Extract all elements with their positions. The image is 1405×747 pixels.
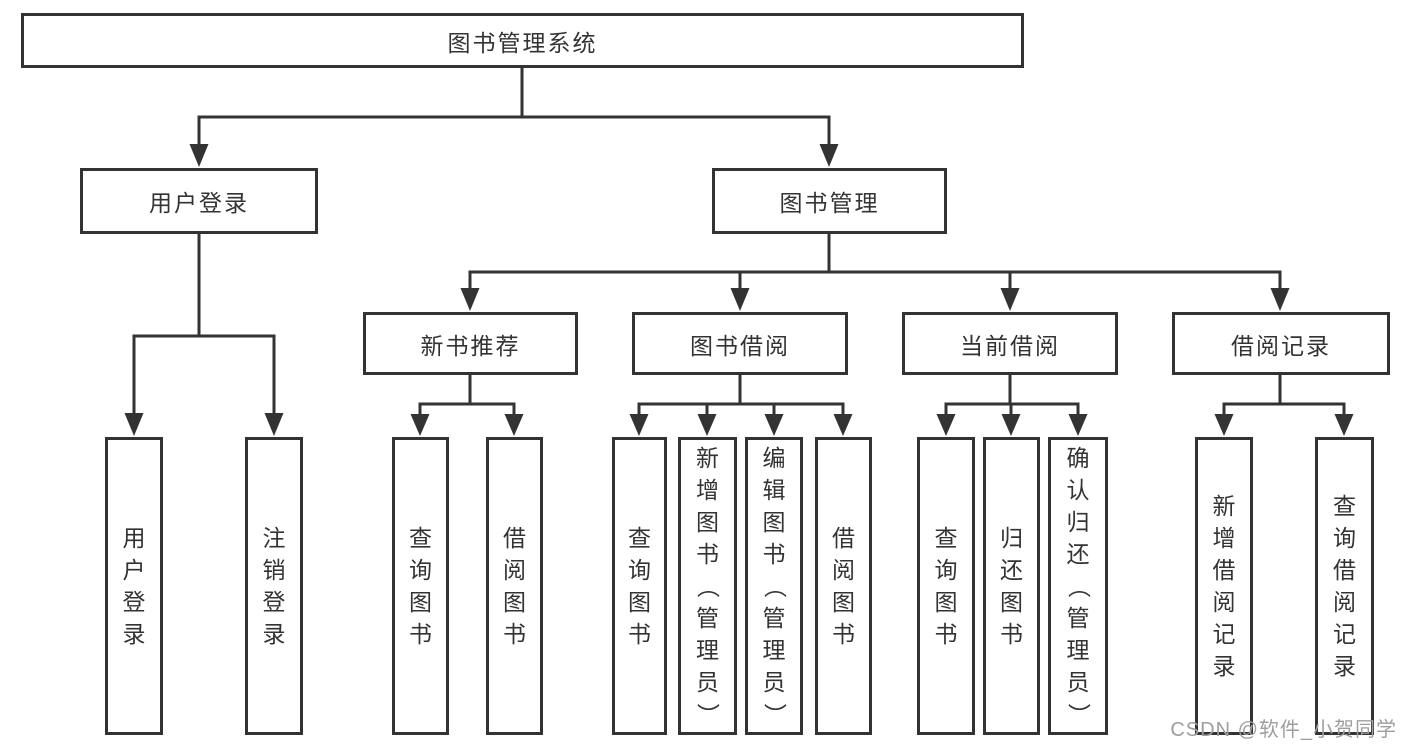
node-book-management-label: 图书管理 <box>779 190 880 216</box>
leaf-borrowing-edit-books-label: 编辑图书（管理员） <box>761 444 788 726</box>
leaf-logout-label: 注销登录 <box>262 524 286 647</box>
node-current-borrowing-label: 当前借阅 <box>960 332 1060 359</box>
leaf-current-query-books: 查询图书 <box>917 437 975 735</box>
node-borrowing-records: 借阅记录 <box>1172 312 1390 375</box>
leaf-recommend-query-books: 查询图书 <box>392 437 449 735</box>
leaf-user-login-label: 用户登录 <box>122 524 146 647</box>
csdn-watermark: CSDN @软件_小贺同学 <box>1170 719 1397 741</box>
leaf-records-query-record: 查询借阅记录 <box>1315 437 1374 735</box>
leaf-current-return-books: 归还图书 <box>983 437 1040 735</box>
node-user-login-label: 用户登录 <box>149 190 249 216</box>
leaf-current-query-books-label: 查询图书 <box>934 524 958 647</box>
leaf-records-add-record-label: 新增借阅记录 <box>1212 492 1236 679</box>
leaf-recommend-borrow-books-label: 借阅图书 <box>503 524 526 647</box>
leaf-records-add-record: 新增借阅记录 <box>1195 437 1253 735</box>
leaf-borrowing-query-books: 查询图书 <box>612 437 667 735</box>
node-root: 图书管理系统 <box>21 13 1024 68</box>
node-book-management: 图书管理 <box>712 168 947 234</box>
leaf-borrowing-add-books-label: 新增图书（管理员） <box>695 444 721 726</box>
leaf-borrowing-add-books: 新增图书（管理员） <box>678 437 737 735</box>
leaf-current-confirm-return-label: 确认归还（管理员） <box>1065 444 1092 726</box>
node-new-book-recommend: 新书推荐 <box>363 312 578 375</box>
node-current-borrowing: 当前借阅 <box>902 312 1118 375</box>
leaf-borrowing-query-books-label: 查询图书 <box>628 524 651 647</box>
node-book-borrowing-label: 图书借阅 <box>690 332 790 359</box>
leaf-logout: 注销登录 <box>245 437 303 735</box>
node-borrowing-records-label: 借阅记录 <box>1231 332 1331 359</box>
leaf-borrowing-borrow-books: 借阅图书 <box>815 437 872 735</box>
leaf-borrowing-borrow-books-label: 借阅图书 <box>832 524 855 647</box>
leaf-records-query-record-label: 查询借阅记录 <box>1333 492 1356 679</box>
leaf-borrowing-edit-books: 编辑图书（管理员） <box>745 437 803 735</box>
node-new-book-recommend-label: 新书推荐 <box>420 332 521 359</box>
node-root-label: 图书管理系统 <box>447 29 598 56</box>
leaf-recommend-query-books-label: 查询图书 <box>409 524 432 647</box>
leaf-recommend-borrow-books: 借阅图书 <box>486 437 543 735</box>
leaf-current-confirm-return: 确认归还（管理员） <box>1048 437 1108 735</box>
node-user-login: 用户登录 <box>80 168 318 234</box>
leaf-current-return-books-label: 归还图书 <box>1000 524 1023 647</box>
node-book-borrowing: 图书借阅 <box>632 312 848 375</box>
leaf-user-login: 用户登录 <box>105 437 163 735</box>
